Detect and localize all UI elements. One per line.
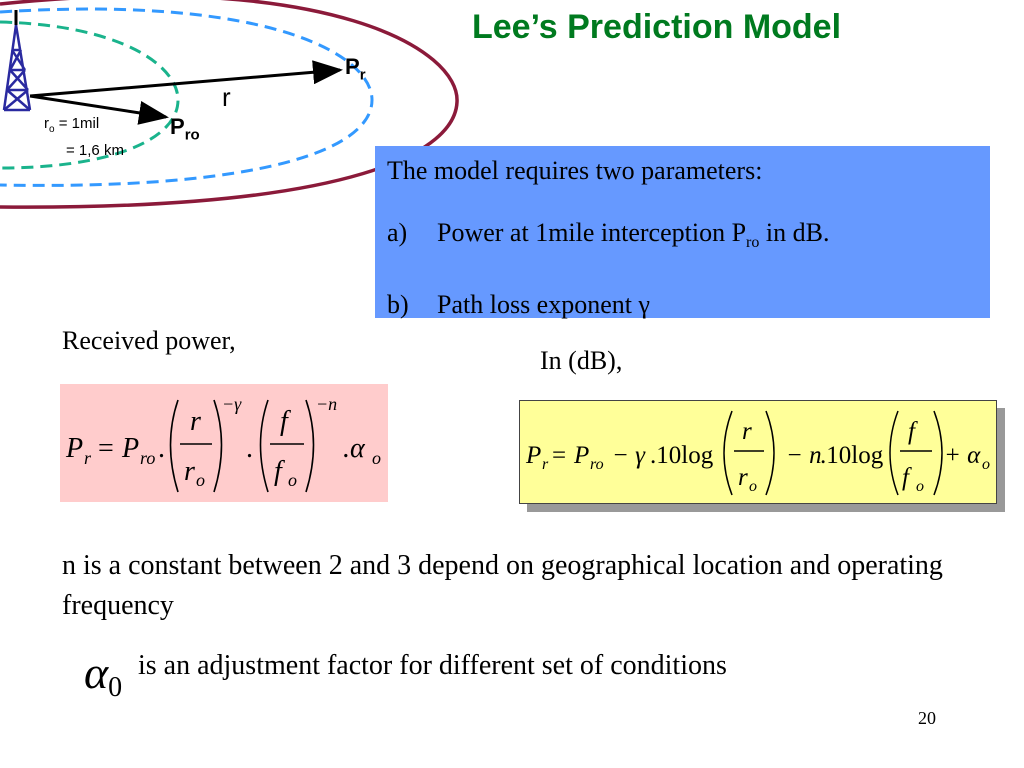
in-db-label: In (dB), xyxy=(540,346,623,375)
svg-text:f: f xyxy=(908,418,918,445)
parameter-a: a)Power at 1mile interception Pro in dB. xyxy=(387,218,830,252)
svg-text:f: f xyxy=(280,406,291,437)
propagation-diagram xyxy=(0,0,459,209)
pr-label: Pr xyxy=(345,54,366,84)
svg-text:o: o xyxy=(196,470,205,490)
parameter-b: b)Path loss exponent γ xyxy=(387,290,650,320)
svg-text:o: o xyxy=(916,478,924,495)
svg-text:o: o xyxy=(982,456,990,473)
outer-coverage-ellipse xyxy=(0,0,459,209)
svg-text:r: r xyxy=(84,448,92,468)
svg-text:r: r xyxy=(190,406,201,437)
svg-text:.: . xyxy=(246,433,253,464)
db-equation: P r = P ro − γ .10log r r o − n .10log f… xyxy=(519,400,997,504)
svg-text:P: P xyxy=(573,442,589,469)
svg-text:ro: ro xyxy=(590,456,604,473)
parameters-box: The model requires two parameters: a)Pow… xyxy=(375,146,990,320)
svg-text:P: P xyxy=(121,433,139,464)
svg-text:− n: − n xyxy=(786,442,822,469)
svg-text:−n: −n xyxy=(316,394,337,414)
svg-text:r: r xyxy=(742,418,752,445)
r-distance-label: r xyxy=(222,82,231,112)
svg-text:P: P xyxy=(525,442,541,469)
parameters-intro: The model requires two parameters: xyxy=(387,156,763,185)
tower-icon xyxy=(2,24,32,112)
received-power-equation: P r = P ro . r r o −γ . f f o −n .α o xyxy=(60,384,388,502)
svg-text:−γ: −γ xyxy=(222,394,242,414)
ro-distance-label: ro = 1mil = 1,6 km xyxy=(44,115,124,159)
svg-text:=: = xyxy=(98,433,114,464)
svg-text:.10log: .10log xyxy=(820,442,884,469)
n-constant-note: n is a constant between 2 and 3 depend o… xyxy=(62,550,943,621)
arrow-to-pr xyxy=(29,60,343,98)
received-power-label: Received power, xyxy=(62,326,236,355)
svg-text:o: o xyxy=(749,478,757,495)
svg-text:r: r xyxy=(738,464,748,491)
svg-text:=: = xyxy=(552,442,566,469)
svg-text:P: P xyxy=(65,433,83,464)
svg-text:f: f xyxy=(274,456,285,487)
pro-label: Pro xyxy=(170,114,200,144)
svg-text:.α: .α xyxy=(343,433,366,464)
slide-title: Lee’s Prediction Model xyxy=(472,8,842,46)
alpha-zero-symbol: α0 xyxy=(84,647,123,703)
svg-text:.: . xyxy=(158,433,165,464)
svg-text:r: r xyxy=(184,456,195,487)
page-number: 20 xyxy=(918,708,936,728)
svg-text:o: o xyxy=(372,448,381,468)
svg-text:.10log: .10log xyxy=(650,442,714,469)
arrow-to-pro xyxy=(29,94,169,125)
svg-text:− γ: − γ xyxy=(612,442,646,469)
svg-text:ro: ro xyxy=(140,448,155,468)
svg-text:o: o xyxy=(288,470,297,490)
dashed-blue-ellipse xyxy=(0,7,374,187)
svg-text:+ α: + α xyxy=(944,442,981,469)
svg-text:f: f xyxy=(902,464,912,491)
alpha-adjustment-note: is an adjustment factor for different se… xyxy=(138,650,727,681)
svg-text:r: r xyxy=(542,456,549,473)
